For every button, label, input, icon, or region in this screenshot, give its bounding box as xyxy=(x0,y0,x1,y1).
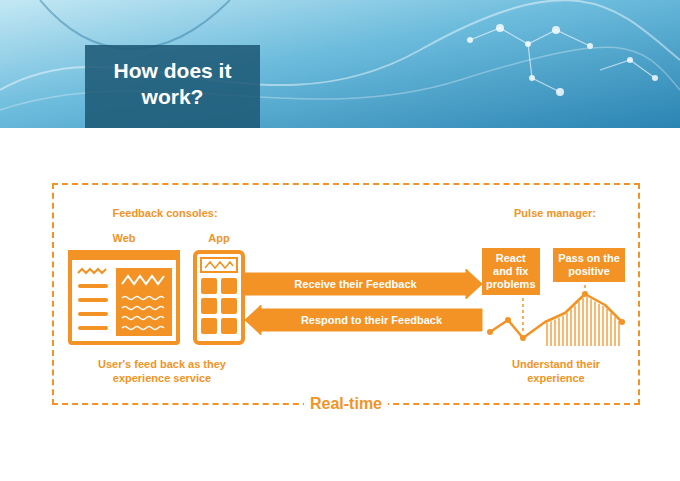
chart-bar xyxy=(578,302,579,346)
pulse-dot xyxy=(582,291,588,297)
action-text: Pass on the positive xyxy=(557,252,621,278)
molecule-atom xyxy=(652,75,658,81)
web-console-icon xyxy=(68,250,180,345)
molecule-atom xyxy=(467,37,473,43)
wave-line xyxy=(122,297,164,300)
chart-bar xyxy=(554,320,555,347)
action-box: Pass on the positive xyxy=(553,248,625,282)
console-name: App xyxy=(193,231,245,245)
pulse-dot xyxy=(505,317,511,323)
group-heading: Pulse manager: xyxy=(485,206,625,220)
app-tile xyxy=(201,298,217,314)
pulse-dots xyxy=(487,291,625,341)
zigzag xyxy=(205,262,233,268)
chart-bar xyxy=(598,304,599,346)
molecule-atom xyxy=(525,41,531,47)
web-console: Web xyxy=(68,231,180,345)
arrow-label: Respond to their Feedback xyxy=(301,313,442,327)
arrow-label: Receive their Feedback xyxy=(294,277,416,291)
chart-bar xyxy=(566,313,567,346)
text-bar xyxy=(78,284,108,288)
molecule-atom xyxy=(587,43,593,49)
console-name: Web xyxy=(68,231,180,245)
molecule-atom xyxy=(627,57,633,63)
zigzag xyxy=(122,276,164,284)
pulse-dot xyxy=(619,319,625,325)
banner xyxy=(0,0,680,128)
content-panel xyxy=(116,268,172,336)
molecule-atom xyxy=(496,24,504,32)
chart-bar xyxy=(614,317,615,346)
chart-bar xyxy=(574,306,575,347)
chart-bar xyxy=(586,297,587,346)
group-heading: Feedback consoles: xyxy=(85,206,245,220)
molecule-bond xyxy=(470,28,590,46)
app-console: App xyxy=(193,231,245,345)
molecule-lines xyxy=(470,28,655,92)
app-tile xyxy=(221,278,237,294)
caption-note: User's feed back as they experience serv… xyxy=(77,357,247,385)
phone-frame xyxy=(195,252,243,343)
chart-bar xyxy=(602,306,603,346)
app-tile xyxy=(221,318,237,334)
wave-lines xyxy=(122,297,164,330)
chart-bar xyxy=(546,323,547,346)
page-title: How does it work? xyxy=(85,58,260,110)
text-bar xyxy=(78,326,108,330)
molecule-atom xyxy=(552,26,560,34)
wave-line xyxy=(122,317,164,320)
chart-bar xyxy=(562,316,563,346)
banner-background xyxy=(0,0,680,128)
app-tile xyxy=(201,318,217,334)
leader-line xyxy=(522,298,524,334)
block-arrow xyxy=(245,269,482,299)
app-console-icon xyxy=(193,250,245,345)
chart-bar xyxy=(618,321,619,346)
pulse-dot xyxy=(520,335,526,341)
phone-screen xyxy=(201,258,237,272)
molecule-bond xyxy=(600,60,655,78)
chart-bar xyxy=(558,318,559,346)
chart-bar xyxy=(594,302,595,347)
chart-bar xyxy=(590,299,591,346)
wave-line xyxy=(122,327,164,330)
text-bar xyxy=(78,298,108,302)
chart-bar xyxy=(582,298,583,346)
action-box: React and fix problems xyxy=(482,248,540,295)
chart-bars xyxy=(547,297,619,346)
pulse-line xyxy=(490,294,622,338)
zigzag xyxy=(78,269,106,273)
realtime-frame: Real-timeWebAppReact and fix problemsPas… xyxy=(52,183,640,405)
chart-bar xyxy=(606,309,607,346)
banner-curve xyxy=(40,0,230,49)
frame-label: Real-time xyxy=(304,394,388,414)
leader-line xyxy=(584,285,586,290)
chart-bar xyxy=(570,309,571,346)
title-panel xyxy=(85,45,260,128)
chart-bar xyxy=(610,313,611,346)
block-arrow xyxy=(245,305,482,335)
molecule-atom xyxy=(556,88,564,96)
molecule-atoms xyxy=(467,24,658,96)
app-tile xyxy=(221,298,237,314)
chart-bar xyxy=(550,321,551,346)
molecule-bond xyxy=(528,44,560,92)
app-tile xyxy=(201,278,217,294)
action-text: React and fix problems xyxy=(486,252,536,291)
pulse-dot xyxy=(487,329,493,335)
molecule-atom xyxy=(529,75,535,81)
browser-bar xyxy=(68,250,180,260)
wave-line xyxy=(122,307,164,310)
caption-note: Understand their experience xyxy=(491,357,621,385)
text-bar xyxy=(78,312,108,316)
browser-frame xyxy=(70,252,178,343)
